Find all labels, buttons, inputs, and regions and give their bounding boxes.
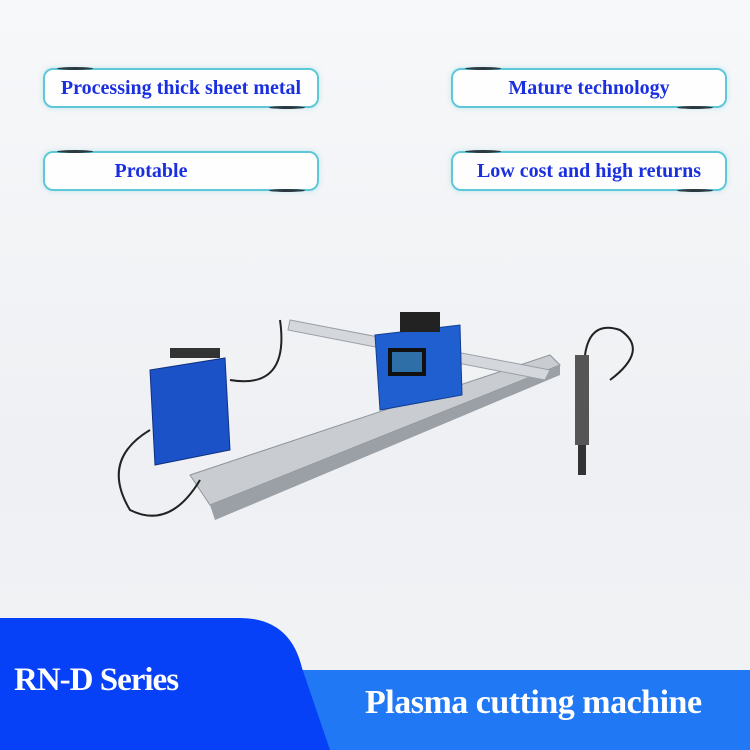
torch-holder	[575, 355, 589, 445]
power-supply	[149, 357, 231, 466]
torch-tip	[578, 445, 586, 475]
feature-label: Low cost and high returns	[476, 159, 702, 182]
feature-label: Mature technology	[508, 76, 670, 99]
power-cable	[117, 429, 201, 517]
guide-rail	[189, 354, 561, 506]
feature-tag-portable: Protable	[43, 150, 319, 192]
power-supply-handle	[170, 348, 220, 358]
series-name: RN-D Series	[14, 662, 179, 698]
torch-cable	[584, 326, 634, 381]
guide-rail-side	[210, 365, 560, 520]
feature-tag-mature-technology: Mature technology	[451, 67, 727, 109]
control-screen	[392, 352, 422, 372]
feature-tag-low-cost: Low cost and high returns	[451, 150, 727, 192]
feature-label: Processing thick sheet metal	[60, 76, 302, 99]
top-display	[400, 312, 440, 332]
feature-label: Protable	[114, 159, 188, 182]
product-name: Plasma cutting machine	[365, 684, 702, 721]
plasma-cutting-machine-image	[117, 312, 634, 520]
connection-cable	[229, 319, 283, 383]
feature-tag-thick-sheet-metal: Processing thick sheet metal	[43, 67, 319, 109]
bottom-banner-dark	[0, 618, 330, 750]
